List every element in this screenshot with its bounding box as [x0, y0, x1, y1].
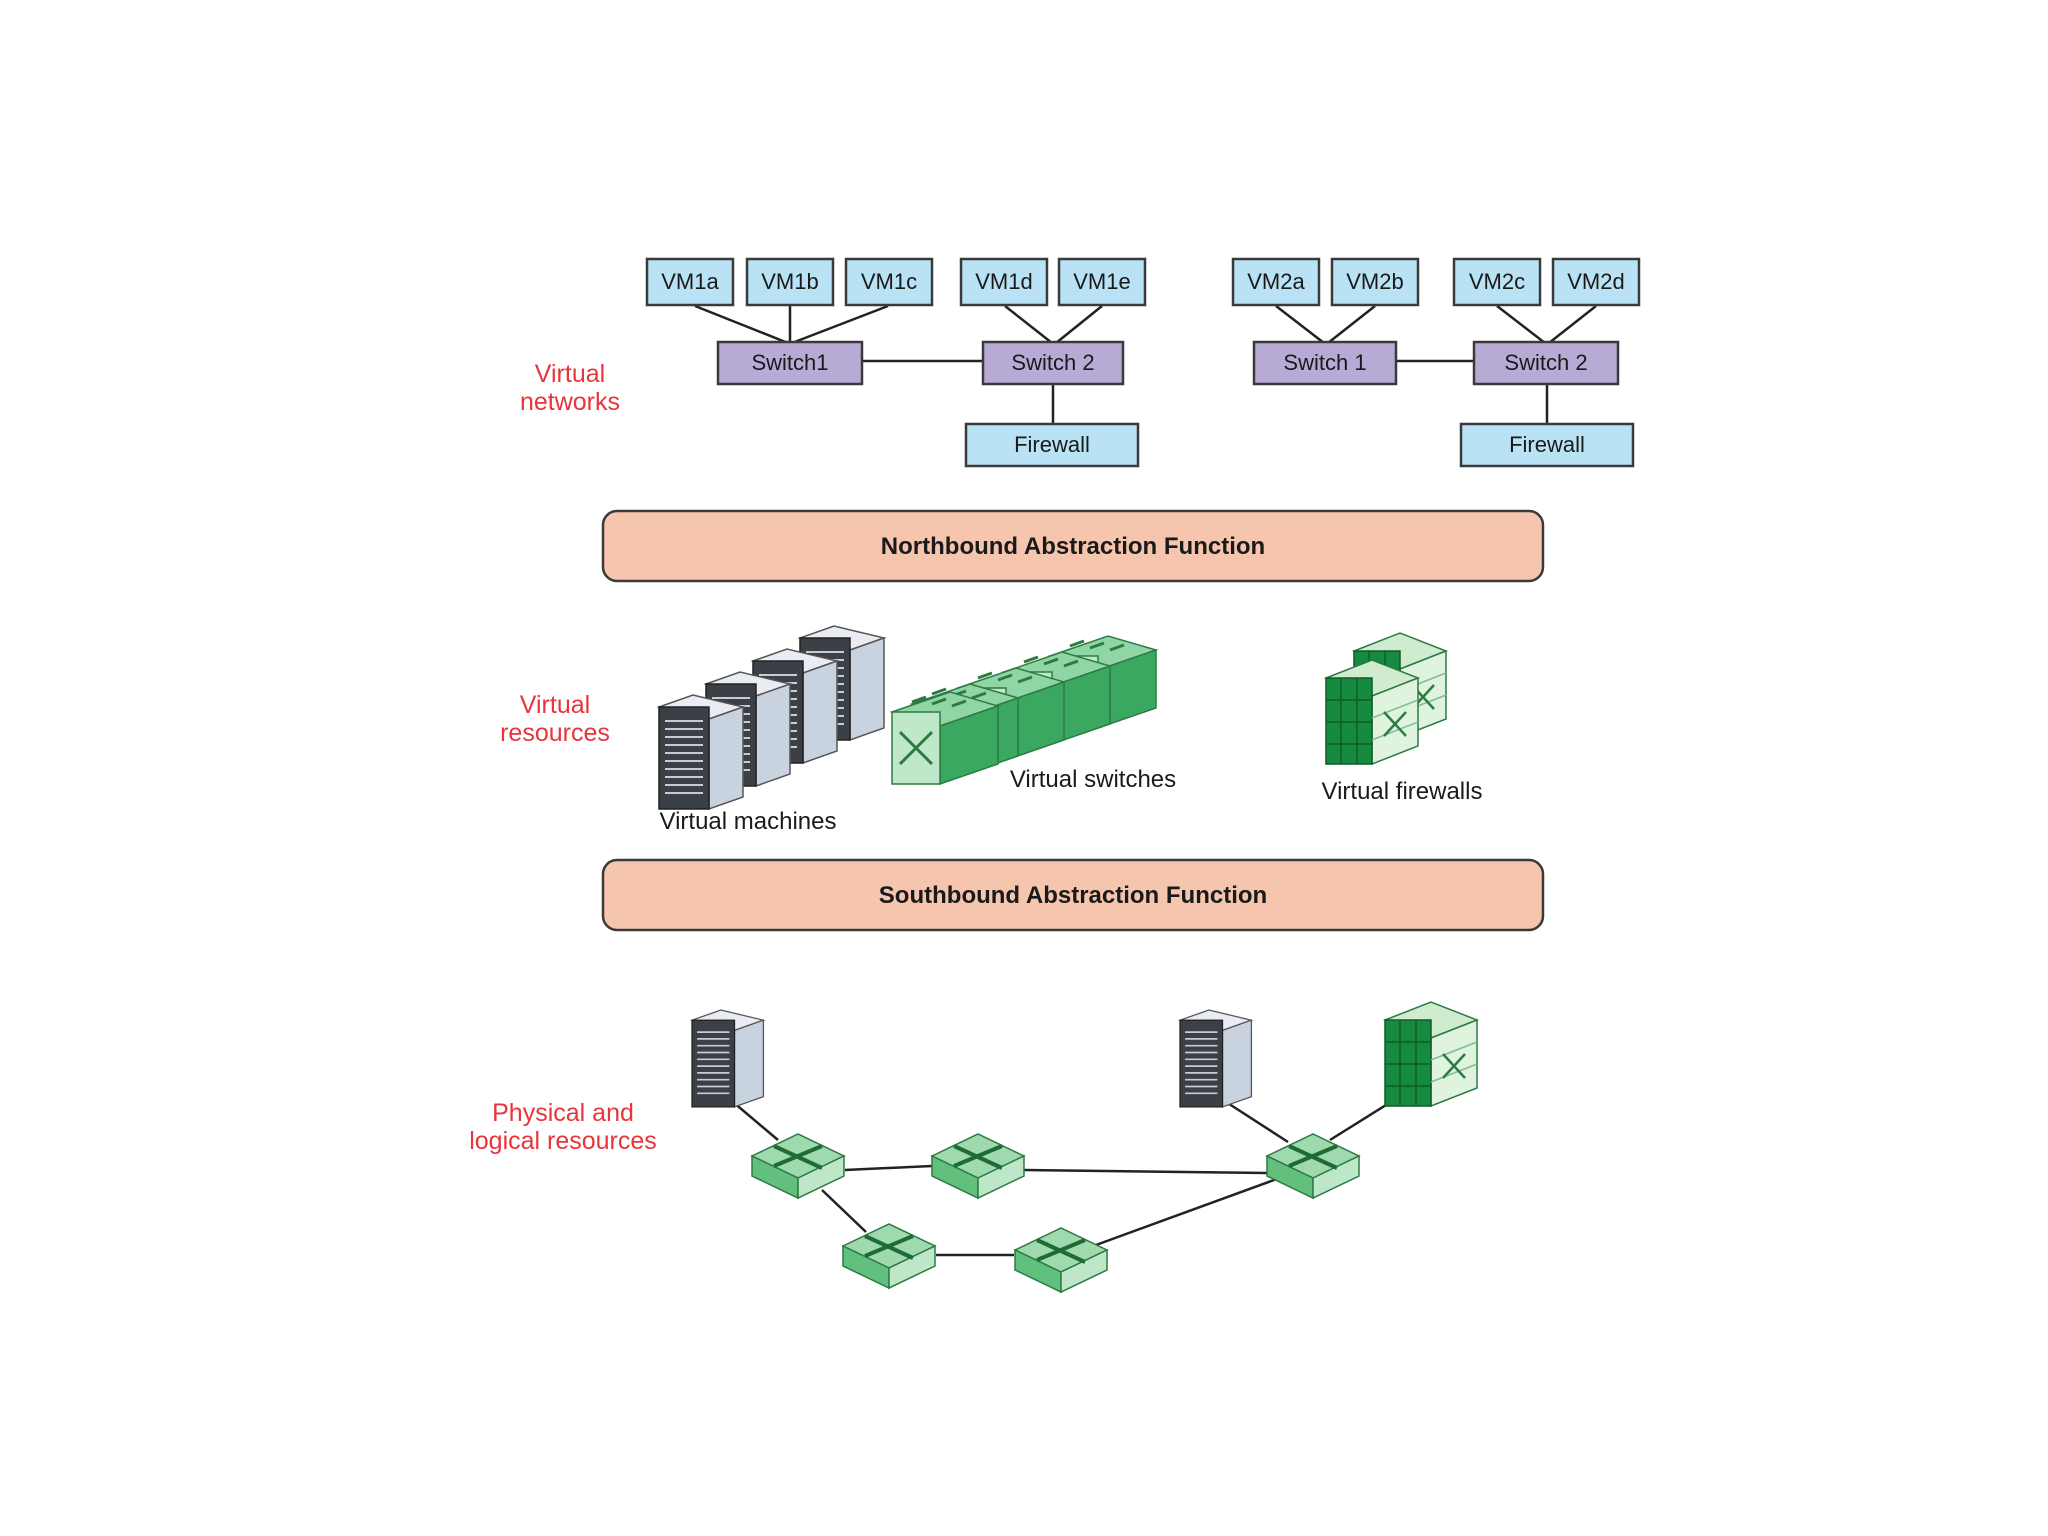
physical-switch-icon	[1265, 1132, 1361, 1200]
virtual-resources-label-line2: resources	[500, 719, 610, 747]
physical-server-icon	[1179, 1009, 1253, 1108]
server-icon	[658, 694, 744, 810]
vm-label: VM1d	[975, 269, 1032, 294]
vm-label: VM2b	[1346, 269, 1403, 294]
vm-label: VM2d	[1567, 269, 1624, 294]
network-switch-icon	[890, 690, 1000, 786]
physical-resources-label-line2: logical resources	[469, 1127, 657, 1155]
virtual-resources-label-line1: Virtual	[520, 691, 590, 719]
physical-links	[732, 1088, 1411, 1257]
vm-box	[1452, 257, 1542, 307]
virtual-networks-label-line2: networks	[520, 388, 620, 416]
southbound-abstraction-band	[601, 858, 1545, 932]
network1-vm-group: VM1a VM1b VM1c VM1d VM1e	[645, 257, 1147, 307]
physical-switch-icon	[750, 1132, 846, 1200]
physical-switch-icon	[841, 1222, 937, 1290]
network2-switch-a-label: Switch 1	[1283, 350, 1366, 375]
vm-box	[1330, 257, 1420, 307]
firewall-icon	[1324, 658, 1420, 766]
vm-label: VM1c	[861, 269, 917, 294]
vm-label: VM1b	[761, 269, 818, 294]
virtual-firewalls-label: Virtual firewalls	[1322, 778, 1483, 805]
vm-label: VM2c	[1469, 269, 1525, 294]
network1-switch-b	[981, 340, 1125, 386]
physical-firewall-icon	[1383, 1000, 1479, 1108]
vm-box	[1057, 257, 1147, 307]
virtual-machines-stack	[658, 625, 885, 810]
network1-switch-b-label: Switch 2	[1011, 350, 1094, 375]
vm-box	[645, 257, 735, 307]
network2-switch-a	[1252, 340, 1398, 386]
network2-firewall-label: Firewall	[1509, 432, 1585, 457]
physical-switch-icon	[930, 1132, 1026, 1200]
network1-switch-a-label: Switch1	[751, 350, 828, 375]
vm-box	[1231, 257, 1321, 307]
network2-switch-b	[1472, 340, 1620, 386]
vm-label: VM1a	[661, 269, 719, 294]
physical-server-icon	[691, 1009, 765, 1108]
network2-wires	[1275, 305, 1597, 424]
vm-box	[1551, 257, 1641, 307]
virtual-switches-label: Virtual switches	[1010, 766, 1176, 793]
network2-vm-group: VM2a VM2b VM2c VM2d	[1231, 257, 1641, 307]
southbound-abstraction-label: Southbound Abstraction Function	[879, 882, 1267, 909]
virtual-networks-label-line1: Virtual	[535, 360, 605, 388]
network1-firewall	[964, 422, 1140, 468]
vm-label: VM1e	[1073, 269, 1130, 294]
vm-label: VM2a	[1247, 269, 1305, 294]
vm-box	[959, 257, 1049, 307]
network1-wires	[694, 304, 1103, 424]
northbound-abstraction-label: Northbound Abstraction Function	[881, 533, 1265, 560]
virtual-switches-stack	[890, 634, 1158, 786]
network1-firewall-label: Firewall	[1014, 432, 1090, 457]
vm-box	[844, 257, 934, 307]
physical-resources-label-line1: Physical and	[492, 1099, 634, 1127]
network2-switch-b-label: Switch 2	[1504, 350, 1587, 375]
network1-switch-a	[716, 340, 864, 386]
virtual-firewalls-stack	[1324, 631, 1448, 766]
northbound-abstraction-band	[601, 509, 1545, 583]
physical-switch-icon	[1013, 1226, 1109, 1294]
virtual-machines-label: Virtual machines	[660, 808, 837, 835]
vm-box	[745, 257, 835, 307]
network2-firewall	[1459, 422, 1635, 468]
